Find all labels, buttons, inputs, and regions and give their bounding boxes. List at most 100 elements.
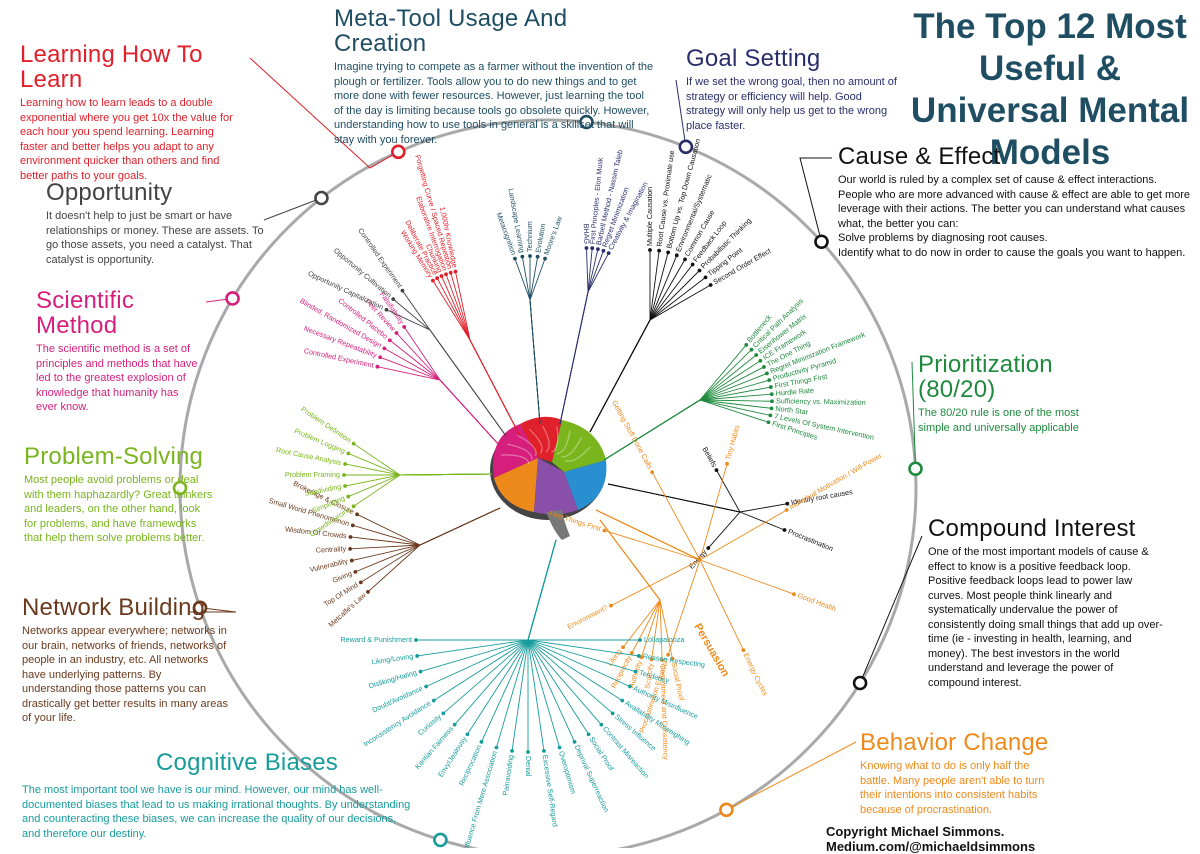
behavior-leader-line: [726, 741, 857, 811]
goal-setting-block: Goal Setting If we set the wrong goal, t…: [686, 46, 900, 133]
learning-how-to-learn-text: Learning how to learn leads to a double …: [20, 97, 233, 182]
problem-leaf-dot: [346, 494, 351, 499]
compound-leaf-dot: [706, 546, 711, 550]
cause-leaf-dot: [648, 248, 652, 252]
cause-leaf-dot: [674, 253, 679, 258]
scientific-leaf-dot: [378, 355, 383, 360]
cognitive-leaf-label: Liking/Loving: [371, 651, 414, 666]
prior-leaf-label: North Star: [775, 404, 809, 417]
learning-ring-node: [391, 144, 406, 160]
scientific-ring-node: [225, 291, 240, 306]
scientific-method-title: Scientific Method: [36, 287, 135, 340]
scientific-method-text: The scientific method is a set of princi…: [36, 343, 198, 414]
cognitive-leaf-dot: [542, 748, 546, 753]
meta-leaf-dot: [513, 256, 517, 261]
cause-leaf-dot: [683, 257, 687, 262]
cognitive-ring-node: [433, 832, 448, 848]
prioritization-block: Prioritization (80/20) The 80/20 rule is…: [918, 352, 1098, 435]
behavior-leaf-dot: [602, 528, 607, 533]
cognitive-leaf-dot: [627, 684, 632, 689]
behavior-leaf-label: Tiny Habits: [723, 424, 741, 461]
cognitive-biases-block: Cognitive Biases The most important tool…: [22, 750, 414, 841]
cognitive-biases-title: Cognitive Biases: [156, 749, 338, 776]
behavior-leaf-dot: [792, 592, 796, 597]
compound-interest-block: Compound Interest One of the most import…: [928, 516, 1164, 690]
compound-leaf-dot: [785, 501, 790, 506]
network-building-title: Network Building: [22, 594, 206, 621]
network-leaf-dot: [366, 589, 370, 594]
behavior-leaf-label: Energy Cycles: [742, 651, 770, 697]
page-title: The Top 12 Most Useful & Universal Menta…: [910, 7, 1190, 172]
cognitive-leaf-dot: [526, 750, 530, 754]
network-leaf-dot: [349, 558, 354, 563]
behavior-leaf-dot: [609, 603, 613, 608]
meta-tool-block: Meta-Tool Usage And Creation Imagine try…: [334, 6, 656, 147]
behavior-leaf-dot: [725, 461, 729, 466]
network-leaf-dot: [358, 580, 363, 585]
behavior-leaf-label: Getting Stuff Done Calls: [610, 399, 655, 471]
meta-leaf-dot: [543, 256, 547, 261]
learning-leaf-dot: [453, 269, 458, 274]
scientific-leaf-dot: [394, 331, 399, 335]
learning-how-to-learn-block: Learning How To Learn Learning how to le…: [20, 42, 238, 183]
compound-leaf-dot: [782, 528, 787, 532]
cognitive-leaf-dot: [636, 654, 641, 658]
problem-ring-node: [172, 480, 188, 496]
scientific-method-block: Scientific Method The scientific method …: [36, 288, 202, 415]
cognitive-leaf-dot: [424, 684, 429, 689]
prior-leaf-dot: [765, 371, 769, 376]
prior-leaf-dot: [744, 342, 749, 347]
prior-leaf-dot: [749, 347, 754, 352]
network-leaf-dot: [355, 512, 359, 517]
network-ring-node: [192, 600, 208, 616]
scientific-leaf-dot: [382, 346, 387, 351]
meta-ring-node: [579, 114, 594, 130]
problem-leaf-dot: [343, 462, 347, 466]
prior-leaf-dot: [768, 413, 773, 418]
behavior-leaf-dot: [629, 651, 634, 655]
opportunity-leaf-dot: [400, 288, 405, 293]
cognitive-leaf-dot: [572, 739, 577, 744]
behavior-leaf-label: Good Health: [796, 591, 837, 613]
prior-leader-line: [911, 361, 916, 469]
compound-interest-text: One of the most important models of caus…: [928, 546, 1163, 689]
cognitive-leaf-dot: [494, 745, 499, 750]
learning-leader-line: [249, 57, 399, 169]
cognitive-leaf-dot: [431, 698, 436, 703]
cognitive-leaf-dot: [441, 711, 446, 716]
cognitive-leaf-dot: [633, 669, 638, 674]
cause-ring-node: [814, 234, 829, 250]
network-leaf-dot: [348, 535, 353, 539]
cognitive-leaf-dot: [610, 711, 615, 716]
problem-leaf-dot: [342, 473, 346, 477]
behavior-leaf-dot: [650, 470, 655, 475]
opportunity-block: Opportunity It doesn't help to just be s…: [46, 180, 264, 267]
persuasion-label: Persuasion: [691, 622, 731, 680]
prioritization-title: Prioritization (80/20): [918, 351, 1053, 404]
behavior-change-title: Behavior Change: [860, 729, 1049, 756]
prior-leaf-label: Hurdle Rate: [775, 386, 814, 398]
cause-effect-title: Cause & Effect: [838, 143, 1001, 170]
network-leaf-dot: [348, 546, 353, 551]
behavior-leaf-dot: [649, 657, 654, 662]
prior-leaf-dot: [770, 399, 774, 404]
problem-branch: CrowdsourcingSimplifyingSubdividingProbl…: [275, 404, 493, 539]
goal-setting-title: Goal Setting: [686, 45, 821, 72]
cause-leaf-dot: [703, 275, 708, 280]
goal-leaf-dot: [601, 248, 606, 253]
cognitive-leaf-dot: [557, 745, 562, 750]
cognitive-leaf-dot: [620, 698, 625, 703]
opportunity-text: It doesn't help to just be smart or have…: [46, 210, 264, 266]
prior-leaf-dot: [767, 378, 772, 383]
scientific-leaf-dot: [375, 364, 380, 369]
compound-leaf-dot: [714, 468, 719, 473]
behavior-leaf-label: Environment?: [566, 603, 610, 631]
problem-leaf-dot: [351, 441, 356, 446]
meta-tool-text: Imagine trying to compete as a farmer wi…: [334, 61, 654, 146]
